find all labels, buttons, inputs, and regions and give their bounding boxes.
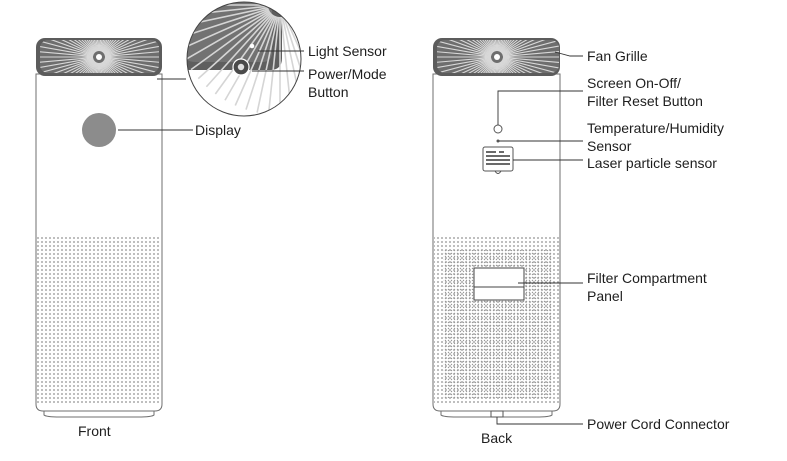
caption-front: Front — [78, 423, 111, 440]
label-power-mode: Power/Mode — [308, 66, 387, 83]
label-filter-reset: Filter Reset Button — [587, 93, 703, 110]
label-screen-on-off: Screen On-Off/ — [587, 75, 681, 92]
label-filter-compartment: Filter Compartment — [587, 270, 707, 287]
front-display — [82, 113, 116, 147]
label-temperature-sensor: Sensor — [587, 138, 631, 155]
filter-handle — [474, 268, 524, 300]
label-fan-grille: Fan Grille — [587, 48, 648, 65]
light-sensor-dot — [250, 44, 255, 49]
label-power-cord-connector: Power Cord Connector — [587, 416, 729, 433]
front-zoom-detail — [170, 0, 390, 120]
label-temperature-humidity: Temperature/Humidity — [587, 120, 724, 137]
power-cord-port — [491, 411, 503, 417]
front-perforated-grille — [37, 237, 161, 404]
back-unit — [407, 0, 587, 417]
label-power-mode-line2: Button — [308, 84, 348, 101]
label-filter-panel: Panel — [587, 288, 623, 305]
front-unit — [9, 0, 189, 417]
caption-back: Back — [481, 430, 512, 447]
label-display: Display — [195, 122, 241, 139]
label-light-sensor: Light Sensor — [308, 43, 387, 60]
label-laser-particle-sensor: Laser particle sensor — [587, 155, 717, 172]
